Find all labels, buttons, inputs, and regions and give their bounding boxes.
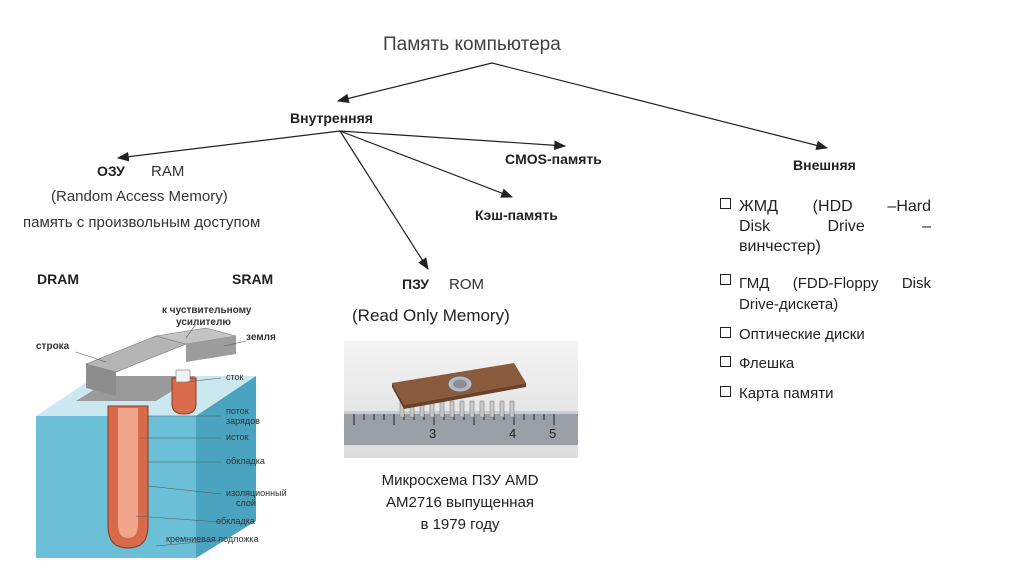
- sram-label: SRAM: [232, 271, 274, 287]
- external-item-hdd: ЖМД (HDD –Hard Disk Drive – винчестер): [720, 197, 931, 257]
- external-item-flash: Флешка: [720, 355, 794, 372]
- dram-label-row: строка: [36, 341, 70, 352]
- fdd-line2: Drive-дискета): [739, 296, 839, 313]
- rom-full: (Read Only Memory): [352, 306, 510, 325]
- ruler-4: 4: [509, 426, 516, 441]
- ruler-3: 3: [429, 426, 436, 441]
- dram-label-plate2: обкладка: [216, 516, 255, 526]
- cmos-label: CMOS-память: [505, 151, 602, 167]
- arrow-to-cmos: [339, 130, 567, 151]
- caption-line1: Микросхема ПЗУ AMD: [381, 472, 539, 489]
- arrow-to-ozu: [116, 130, 341, 162]
- dram-label-flow2: зарядов: [226, 416, 260, 426]
- page-title: Память компьютера: [383, 34, 561, 55]
- ozu-label: ОЗУ: [97, 163, 125, 179]
- optical-text: Оптические диски: [739, 326, 865, 343]
- dram-cell-illustration: [36, 323, 256, 558]
- dram-label-source: исток: [226, 432, 249, 442]
- dram-label-plate: обкладка: [226, 456, 265, 466]
- checkbox-bullet-icon: [720, 327, 731, 338]
- arrow-to-pzu: [339, 130, 429, 271]
- flash-text: Флешка: [739, 355, 795, 372]
- chip-caption: Микросхема ПЗУ AMD AM2716 выпущенная в 1…: [355, 470, 565, 536]
- internal-label: Внутренняя: [290, 110, 373, 126]
- card-text: Карта памяти: [739, 385, 834, 402]
- pzu-label: ПЗУ: [402, 276, 430, 292]
- external-label: Внешняя: [793, 157, 856, 173]
- chip-illustration: 3 4 5: [344, 363, 578, 445]
- external-item-card: Карта памяти: [720, 385, 833, 402]
- ram-full: (Random Access Memory): [51, 188, 228, 205]
- rom-chip-photo: 3 4 5: [344, 341, 578, 458]
- checkbox-bullet-icon: [720, 356, 731, 367]
- rom-abbr: ROM: [449, 276, 484, 293]
- external-item-optical: Оптические диски: [720, 326, 865, 343]
- dram-label-flow: поток: [226, 406, 249, 416]
- fdd-line1: ГМД (FDD-Floppy Disk: [739, 275, 931, 292]
- dram-label-insul: изоляционный: [226, 488, 287, 498]
- arrow-to-external: [491, 62, 829, 150]
- checkbox-bullet-icon: [720, 274, 731, 285]
- external-item-fdd: ГМД (FDD-Floppy Disk Drive-дискета): [720, 273, 931, 315]
- ruler-5: 5: [549, 426, 556, 441]
- dram-label-amp2: усилителю: [176, 317, 231, 328]
- checkbox-bullet-icon: [720, 386, 731, 397]
- hdd-line2: Disk Drive –: [739, 218, 931, 235]
- dram-label-insul2: слой: [236, 498, 256, 508]
- arrow-to-cache: [339, 130, 514, 198]
- dram-cell-diagram: к чуствительному усилителю строка земля …: [36, 296, 296, 566]
- dram-label-amp: к чуствительному: [162, 305, 252, 316]
- checkbox-bullet-icon: [720, 198, 731, 209]
- dram-label-drain: сток: [226, 372, 244, 382]
- hdd-line3: винчестер): [739, 238, 821, 255]
- arrow-to-internal: [336, 62, 493, 104]
- dram-label: DRAM: [37, 271, 79, 287]
- ram-desc: память с произвольным доступом: [23, 214, 261, 231]
- dram-label-substrate: кремниевая подложка: [166, 534, 259, 544]
- dram-label-ground: земля: [246, 332, 276, 343]
- caption-line3: в 1979 году: [420, 516, 500, 533]
- cache-label: Кэш-память: [475, 207, 558, 223]
- hdd-line1: ЖМД (HDD –Hard: [739, 198, 931, 215]
- ram-abbr: RAM: [151, 163, 185, 180]
- caption-line2: AM2716 выпущенная: [386, 494, 534, 511]
